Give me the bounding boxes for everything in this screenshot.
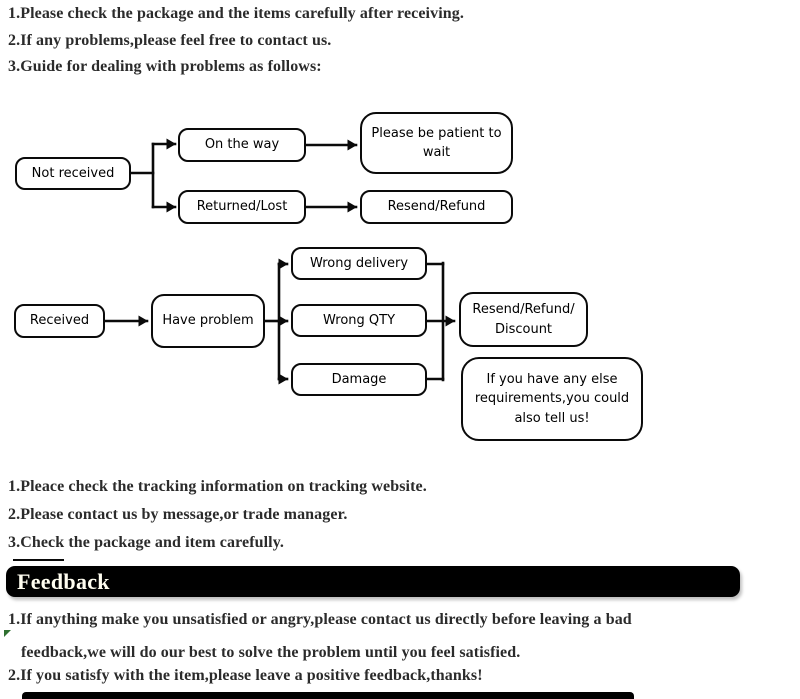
flow-node-be-patient: Please be patient to wait [360,112,513,174]
flow-node-received: Received [14,304,105,338]
flow-node-wrong-delivery: Wrong delivery [291,247,427,280]
intro-line-2: 2.If any problems,please feel free to co… [8,32,332,49]
green-artifact-mark [4,630,11,637]
guide-line-3: 3.Check the package and item carefully. [8,534,285,551]
intro-line-3: 3.Guide for dealing with problems as fol… [8,58,322,75]
guide-line-1: 1.Pleace check the tracking information … [8,478,427,495]
flow-node-have-problem: Have problem [151,294,265,348]
flow-node-extra-requirements: If you have any else requirements,you co… [461,357,643,441]
flow-node-not-received: Not received [15,157,131,190]
flow-node-wrong-qty: Wrong QTY [291,304,427,337]
feedback-line-1: 1.If anything make you unsatisfied or an… [8,611,632,628]
flow-node-returned-lost: Returned/Lost [178,190,306,224]
flow-node-resend-refund-discount: Resend/Refund/ Discount [459,292,588,347]
flow-node-on-the-way: On the way [178,128,306,162]
bottom-cutoff-bar [22,692,634,699]
feedback-line-3: 2.If you satisfy with the item,please le… [8,667,483,684]
flow-node-damage: Damage [291,363,427,396]
guide-line-2: 2.Please contact us by message,or trade … [8,506,348,523]
flow-node-resend-refund: Resend/Refund [360,190,513,224]
feedback-banner-label: Feedback [17,568,110,594]
stray-line-artifact [13,559,64,561]
feedback-banner: Feedback [6,566,740,597]
feedback-line-2: feedback,we will do our best to solve th… [21,644,521,661]
intro-line-1: 1.Please check the package and the items… [8,5,464,22]
